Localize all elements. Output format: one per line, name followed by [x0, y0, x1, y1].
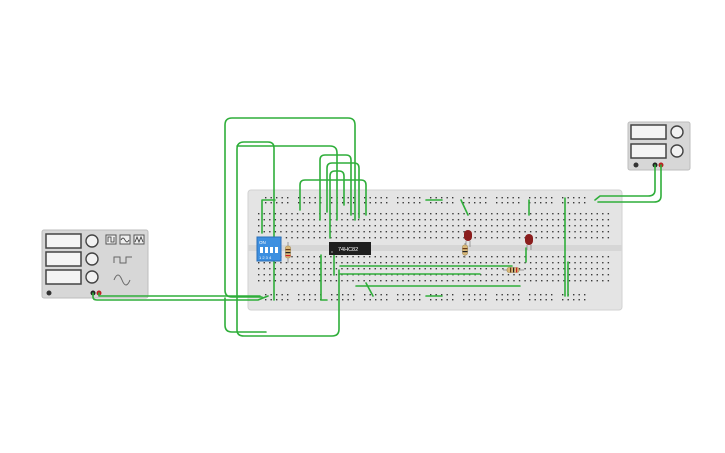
breadboard[interactable]	[247, 189, 623, 311]
wire-loop-inner-2[interactable]	[236, 145, 338, 221]
led-left[interactable]	[464, 230, 472, 247]
wire-chip-rail[interactable]	[320, 254, 328, 301]
fg-display-2	[45, 251, 82, 267]
fg-display-1	[45, 233, 82, 249]
wires[interactable]	[92, 117, 662, 337]
chip-label: 74HC82	[338, 247, 358, 253]
wire-ps-positive[interactable]	[597, 164, 662, 203]
wire-dip-to-rail[interactable]	[261, 199, 276, 234]
function-generator[interactable]	[41, 229, 149, 299]
wire-stack-4[interactable]	[329, 170, 345, 239]
fg-display-3	[45, 269, 82, 285]
ic-chip[interactable]: 74HC82	[329, 242, 371, 255]
wire-led-left-a[interactable]	[460, 199, 469, 216]
dip-toggle-1[interactable]	[260, 247, 263, 253]
wire-fg-positive[interactable]	[98, 292, 261, 297]
dip-switch-number-label: 1 2 3 4	[259, 255, 272, 260]
wire-fg-negative[interactable]	[92, 292, 269, 301]
wire-stack-2[interactable]	[326, 162, 360, 219]
wire-loop-middle[interactable]	[224, 297, 267, 333]
led-right[interactable]	[525, 234, 533, 250]
wire-ps-negative[interactable]	[594, 164, 656, 201]
wire-diagonal-1[interactable]	[365, 282, 374, 297]
wire-loop-inner[interactable]	[236, 141, 340, 337]
breadboard-holes[interactable]	[258, 197, 610, 301]
ps-display-2	[630, 143, 667, 159]
dip-switch-on-label: ON	[259, 240, 266, 245]
ps-display-1	[630, 124, 667, 140]
fg-knob-icon-1[interactable]	[85, 234, 99, 248]
wire-stack-1[interactable]	[319, 154, 352, 221]
square-wave-preview-icon	[113, 256, 132, 264]
knob-icon[interactable]	[670, 125, 684, 139]
triangle-wave-icon[interactable]	[133, 234, 145, 245]
resistor-led-left[interactable]	[462, 243, 468, 258]
resistor-horizontal[interactable]	[503, 267, 524, 273]
wire-stack-3[interactable]	[299, 179, 367, 216]
dip-toggle-4[interactable]	[275, 247, 278, 253]
dip-toggle-3[interactable]	[270, 247, 273, 253]
sine-wave-preview-icon	[113, 274, 131, 286]
fg-knob-icon-2[interactable]	[85, 252, 99, 266]
fg-knob-icon-3[interactable]	[85, 270, 99, 284]
power-supply[interactable]	[627, 121, 691, 171]
dip-toggle-2[interactable]	[265, 247, 268, 253]
dip-switch[interactable]: ON 1 2 3 4	[256, 236, 282, 262]
resistor-dip[interactable]	[285, 242, 291, 263]
knob-icon[interactable]	[670, 144, 684, 158]
